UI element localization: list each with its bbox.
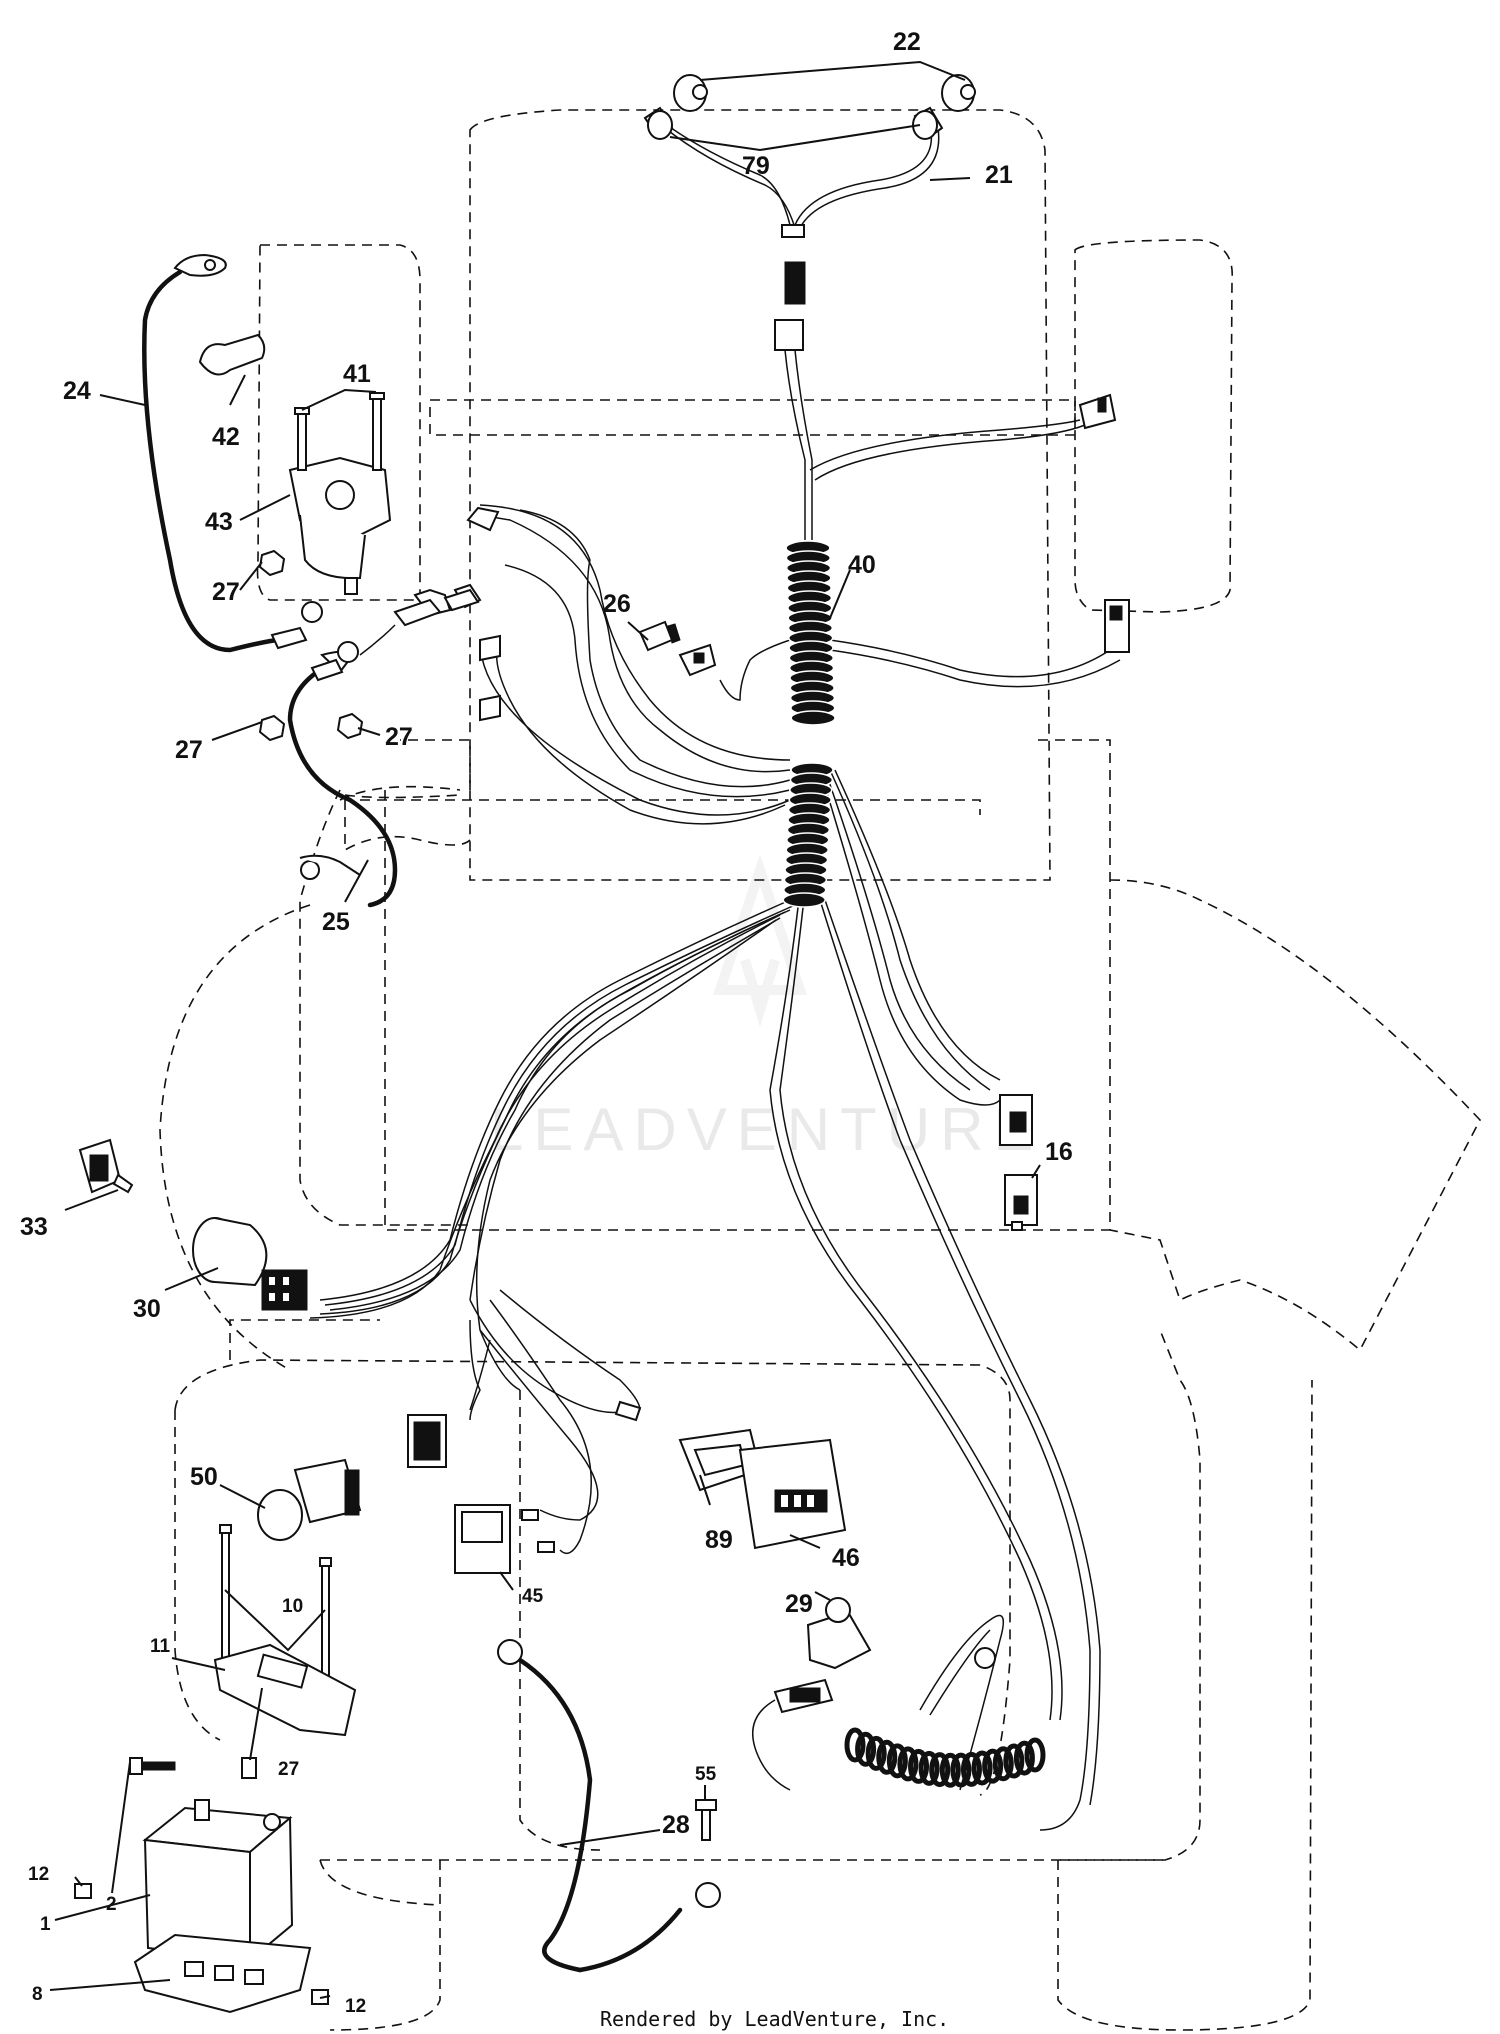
harness-connector-top [1078, 393, 1117, 430]
ignition-switch [192, 1217, 308, 1311]
battery-cable-ground [287, 650, 398, 908]
headlight-bulb-left [673, 74, 708, 112]
callout-12b: 12 [345, 1996, 366, 2017]
harness-loom [782, 540, 836, 908]
harness-connector-seat [999, 1094, 1033, 1146]
callout-11: 11 [150, 1636, 171, 1657]
headlight-bulb-right [941, 74, 976, 112]
callout-27b: 27 [175, 736, 203, 764]
callout-21: 21 [985, 161, 1013, 189]
watermark-text: LEADVENTURE [490, 1096, 1043, 1163]
fuse [638, 620, 681, 652]
terminal-boot [198, 333, 266, 376]
solenoid-bolts [294, 392, 385, 471]
callout-55: 55 [695, 1764, 717, 1785]
callout-12a: 12 [28, 1864, 49, 1885]
callout-50: 50 [190, 1463, 218, 1491]
callout-46: 46 [832, 1544, 860, 1572]
pto-switch [806, 1597, 872, 1670]
callout-30: 30 [133, 1295, 161, 1323]
hour-meter [738, 1438, 847, 1550]
light-switch [257, 1458, 362, 1541]
fuse-holder [678, 643, 717, 677]
battery [142, 1799, 294, 1963]
callout-2: 2 [106, 1894, 117, 1915]
callout-10: 10 [282, 1596, 303, 1617]
callout-24: 24 [63, 377, 91, 405]
tractor-outline [159, 109, 1481, 2031]
harness-connector-dash [407, 1400, 642, 1468]
bulb-socket-right [912, 106, 944, 140]
hold-down-bracket [213, 1643, 357, 1737]
callout-1: 1 [40, 1914, 51, 1935]
callout-27a: 27 [212, 578, 240, 606]
ignition-key [78, 1138, 134, 1194]
callout-79: 79 [742, 152, 770, 180]
battery-bolt [129, 1757, 176, 1775]
callout-89: 89 [705, 1526, 733, 1554]
battery-cable-negative [497, 1639, 721, 1973]
callout-27d: 27 [278, 1759, 299, 1780]
callout-labels: 22 79 21 24 42 41 43 27 27 27 27 40 26 2… [20, 28, 1073, 2017]
starter-solenoid [288, 456, 392, 595]
callout-28: 28 [662, 1811, 690, 1839]
leader-lines [49, 60, 1041, 1999]
headlight-harness [659, 119, 940, 540]
callout-22: 22 [893, 28, 921, 56]
callout-16: 16 [1045, 1138, 1073, 1166]
callout-33: 33 [20, 1213, 48, 1241]
callout-42: 42 [212, 423, 240, 451]
callout-40: 40 [848, 551, 876, 579]
main-wire-harness [309, 419, 1121, 1831]
interlock-module [454, 1504, 555, 1574]
harness-connector-right [1104, 599, 1130, 653]
ground-screw [695, 1799, 717, 1841]
harness-terminals-left [413, 506, 501, 722]
battery-cable-positive [142, 253, 283, 653]
footer-credit: Rendered by LeadVenture, Inc. [600, 2007, 949, 2031]
battery-nut [241, 1757, 257, 1779]
callout-41: 41 [343, 360, 371, 388]
pto-clutch-lead [844, 1727, 1046, 1788]
callout-27c: 27 [385, 723, 413, 751]
callout-26: 26 [603, 590, 631, 618]
callout-25: 25 [322, 908, 350, 936]
seat-switch [1004, 1174, 1038, 1231]
solenoid-terminals [270, 588, 480, 682]
callout-8: 8 [32, 1984, 43, 2005]
pto-clutch-connector [752, 1614, 1005, 1791]
hex-nuts [258, 549, 364, 742]
battery-tray [133, 1933, 312, 2014]
bulb-socket-left [643, 106, 674, 140]
callout-43: 43 [205, 508, 233, 536]
callout-45: 45 [522, 1586, 544, 1607]
callout-29: 29 [785, 1590, 813, 1618]
